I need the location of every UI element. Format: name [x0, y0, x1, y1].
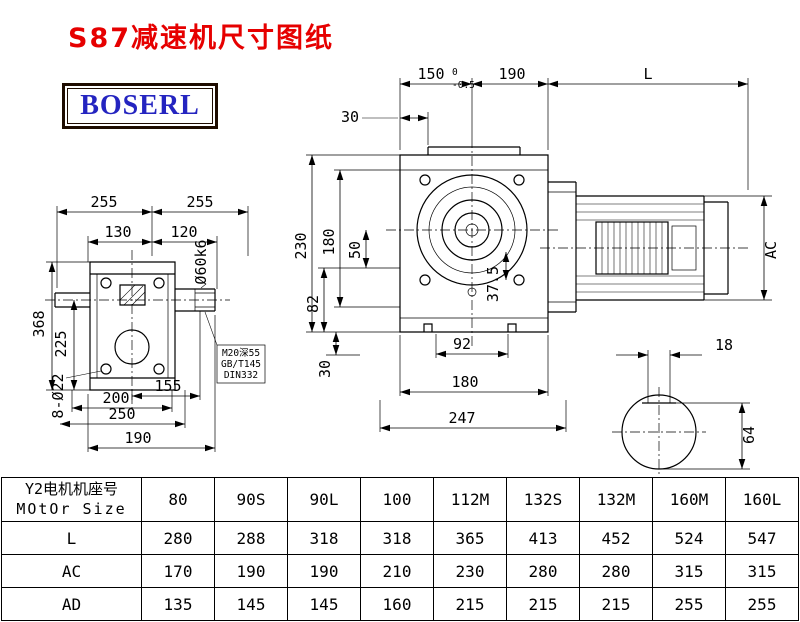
- table-cell: 413: [506, 521, 580, 555]
- motor-size-132s: 132S: [506, 477, 580, 522]
- table-cell: 280: [506, 554, 580, 588]
- dim-50: 50: [346, 241, 364, 259]
- note-standard: GB/T145: [221, 359, 261, 370]
- table-cell: 160: [360, 587, 434, 621]
- dim-247: 247: [448, 409, 475, 427]
- table-row-AC: AC 170 190 190 210 230 280 280 315 315: [1, 554, 799, 588]
- table-cell: 135: [141, 587, 215, 621]
- motor-size-90l: 90L: [287, 477, 361, 522]
- dim-190-top: 190: [498, 65, 525, 83]
- row-label-AD: AD: [1, 587, 142, 621]
- dim-180-left: 180: [320, 228, 338, 255]
- table-header-row: Y2电机机座号 MOtOr Size 80 90S 90L 100 112M 1…: [1, 477, 799, 522]
- motor-size-80: 80: [141, 477, 215, 522]
- table-cell: 315: [725, 554, 799, 588]
- dim-250: 250: [108, 405, 135, 423]
- table-cell: 255: [725, 587, 799, 621]
- dim-output-shaft: Ø60k6: [192, 239, 210, 284]
- dim-255-left: 255: [90, 193, 117, 211]
- motor-size-160l: 160L: [725, 477, 799, 522]
- table-cell: 190: [214, 554, 288, 588]
- motor-size-header: Y2电机机座号 MOtOr Size: [1, 477, 142, 522]
- row-label-L: L: [1, 521, 142, 555]
- dim-bolt-holes: 8-Ø22: [49, 373, 67, 418]
- side-view: 255 255 130 120 368 225 8-Ø22 155 200 25…: [30, 193, 266, 452]
- motor-size-header-cn: Y2电机机座号: [24, 480, 119, 498]
- page-title: S87减速机尺寸图纸: [68, 23, 335, 54]
- table-cell: 315: [652, 554, 726, 588]
- table-row-AD: AD 135 145 145 160 215 215 215 255 255: [1, 587, 799, 621]
- front-view: 150 0 -0.5 190 L 30 230 180 50 82 30 37.…: [292, 65, 780, 432]
- boserl-logo-frame: BOSERL: [67, 88, 213, 124]
- dim-18: 18: [715, 336, 733, 354]
- motor-size-header-en: MOtOr Size: [16, 499, 127, 518]
- table-cell: 170: [141, 554, 215, 588]
- table-cell: 547: [725, 521, 799, 555]
- dim-82: 82: [304, 295, 322, 313]
- table-row-L: L 280 288 318 318 365 413 452 524 547: [1, 521, 799, 555]
- table-cell: 288: [214, 521, 288, 555]
- technical-drawing: 255 255 130 120 368 225 8-Ø22 155 200 25…: [30, 65, 780, 477]
- dim-180-bottom: 180: [451, 373, 478, 391]
- dim-368: 368: [30, 310, 48, 337]
- motor-size-160m: 160M: [652, 477, 726, 522]
- dim-230: 230: [292, 232, 310, 259]
- dim-150-tol-upper: 0: [452, 67, 458, 78]
- dim-225: 225: [52, 330, 70, 357]
- dim-120: 120: [170, 223, 197, 241]
- dim-255-right: 255: [186, 193, 213, 211]
- motor-size-100: 100: [360, 477, 434, 522]
- motor-size-90s: 90S: [214, 477, 288, 522]
- table-cell: 365: [433, 521, 507, 555]
- note-din: DIN332: [224, 370, 258, 381]
- table-cell: 524: [652, 521, 726, 555]
- dim-150: 150: [417, 65, 444, 83]
- table-cell: 210: [360, 554, 434, 588]
- table-cell: 145: [287, 587, 361, 621]
- dim-AC: AC: [762, 241, 780, 259]
- table-cell: 452: [579, 521, 653, 555]
- row-label-AC: AC: [1, 554, 142, 588]
- table-cell: 280: [579, 554, 653, 588]
- motor-size-112m: 112M: [433, 477, 507, 522]
- table-cell: 215: [506, 587, 580, 621]
- dim-200: 200: [102, 389, 129, 407]
- table-cell: 215: [433, 587, 507, 621]
- dim-155: 155: [154, 377, 181, 395]
- note-thread: M20深55: [222, 348, 260, 359]
- table-cell: 145: [214, 587, 288, 621]
- dim-64: 64: [740, 426, 758, 444]
- table-cell: 318: [287, 521, 361, 555]
- shaft-end-view: 18 64: [612, 336, 758, 477]
- dim-30-left: 30: [316, 360, 334, 378]
- dim-37-5: 37.5: [484, 266, 502, 302]
- table-cell: 190: [287, 554, 361, 588]
- dimension-table: Y2电机机座号 MOtOr Size 80 90S 90L 100 112M 1…: [1, 477, 799, 621]
- table-cell: 318: [360, 521, 434, 555]
- motor-size-132m: 132M: [579, 477, 653, 522]
- dim-150-tol-lower: -0.5: [452, 80, 475, 91]
- dim-30-top: 30: [341, 108, 359, 126]
- dim-L: L: [643, 65, 652, 83]
- dim-92: 92: [453, 335, 471, 353]
- boserl-logo-text: BOSERL: [80, 90, 200, 121]
- dim-190: 190: [124, 429, 151, 447]
- dim-130: 130: [104, 223, 131, 241]
- table-cell: 230: [433, 554, 507, 588]
- table-cell: 280: [141, 521, 215, 555]
- table-cell: 215: [579, 587, 653, 621]
- table-cell: 255: [652, 587, 726, 621]
- boserl-logo: BOSERL: [62, 83, 218, 129]
